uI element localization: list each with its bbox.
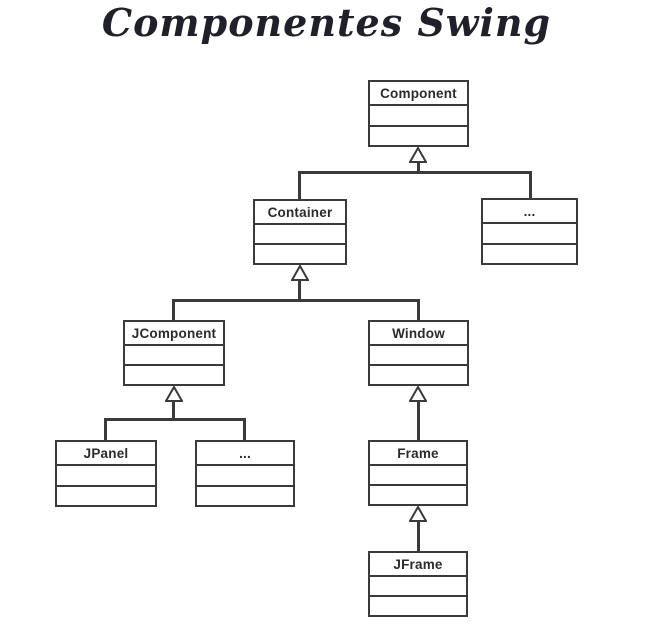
attributes-compartment [370,466,466,486]
class-box-jpanel: JPanel [55,440,157,507]
class-name-label: JFrame [370,553,466,577]
connector-line [172,401,175,419]
class-name-label: ... [483,200,576,224]
class-name-label: Container [255,201,345,225]
connector-line [172,299,420,302]
attributes-compartment [125,346,223,366]
connector-line [417,162,420,174]
class-name-label: Window [370,322,467,346]
methods-compartment [370,366,467,384]
methods-compartment [197,487,293,506]
inheritance-arrow-icon [291,265,309,281]
class-box-frame: Frame [368,440,468,506]
methods-compartment [483,245,576,264]
attributes-compartment [370,106,467,127]
class-box-others-top: ... [481,198,578,265]
attributes-compartment [483,224,576,245]
methods-compartment [370,597,466,615]
class-box-jframe: JFrame [368,551,468,617]
inheritance-arrow-icon [165,386,183,402]
connector-line [104,418,246,421]
class-name-label: Frame [370,442,466,466]
connector-line [298,171,532,174]
attributes-compartment [57,466,155,487]
attributes-compartment [370,577,466,597]
attributes-compartment [255,225,345,245]
methods-compartment [370,127,467,146]
class-box-component: Component [368,80,469,147]
connector-line [417,401,420,440]
connector-line [529,171,532,198]
class-name-label: ... [197,442,293,466]
methods-compartment [370,486,466,504]
class-box-window: Window [368,320,469,386]
connector-line [172,299,175,320]
connector-line [298,171,301,199]
connector-line [104,418,107,440]
class-name-label: Component [370,82,467,106]
class-name-label: JComponent [125,322,223,346]
connector-line [417,299,420,320]
class-box-others-mid: ... [195,440,295,507]
methods-compartment [57,487,155,506]
methods-compartment [125,366,223,384]
inheritance-arrow-icon [409,506,427,522]
connector-line [298,280,301,299]
methods-compartment [255,245,345,263]
inheritance-arrow-icon [409,147,427,163]
connector-line [243,418,246,440]
attributes-compartment [197,466,293,487]
attributes-compartment [370,346,467,366]
class-box-container: Container [253,199,347,265]
connector-line [417,521,420,551]
class-name-label: JPanel [57,442,155,466]
class-box-jcomponent: JComponent [123,320,225,386]
inheritance-arrow-icon [409,386,427,402]
diagram-title: Componentes Swing [101,0,552,45]
